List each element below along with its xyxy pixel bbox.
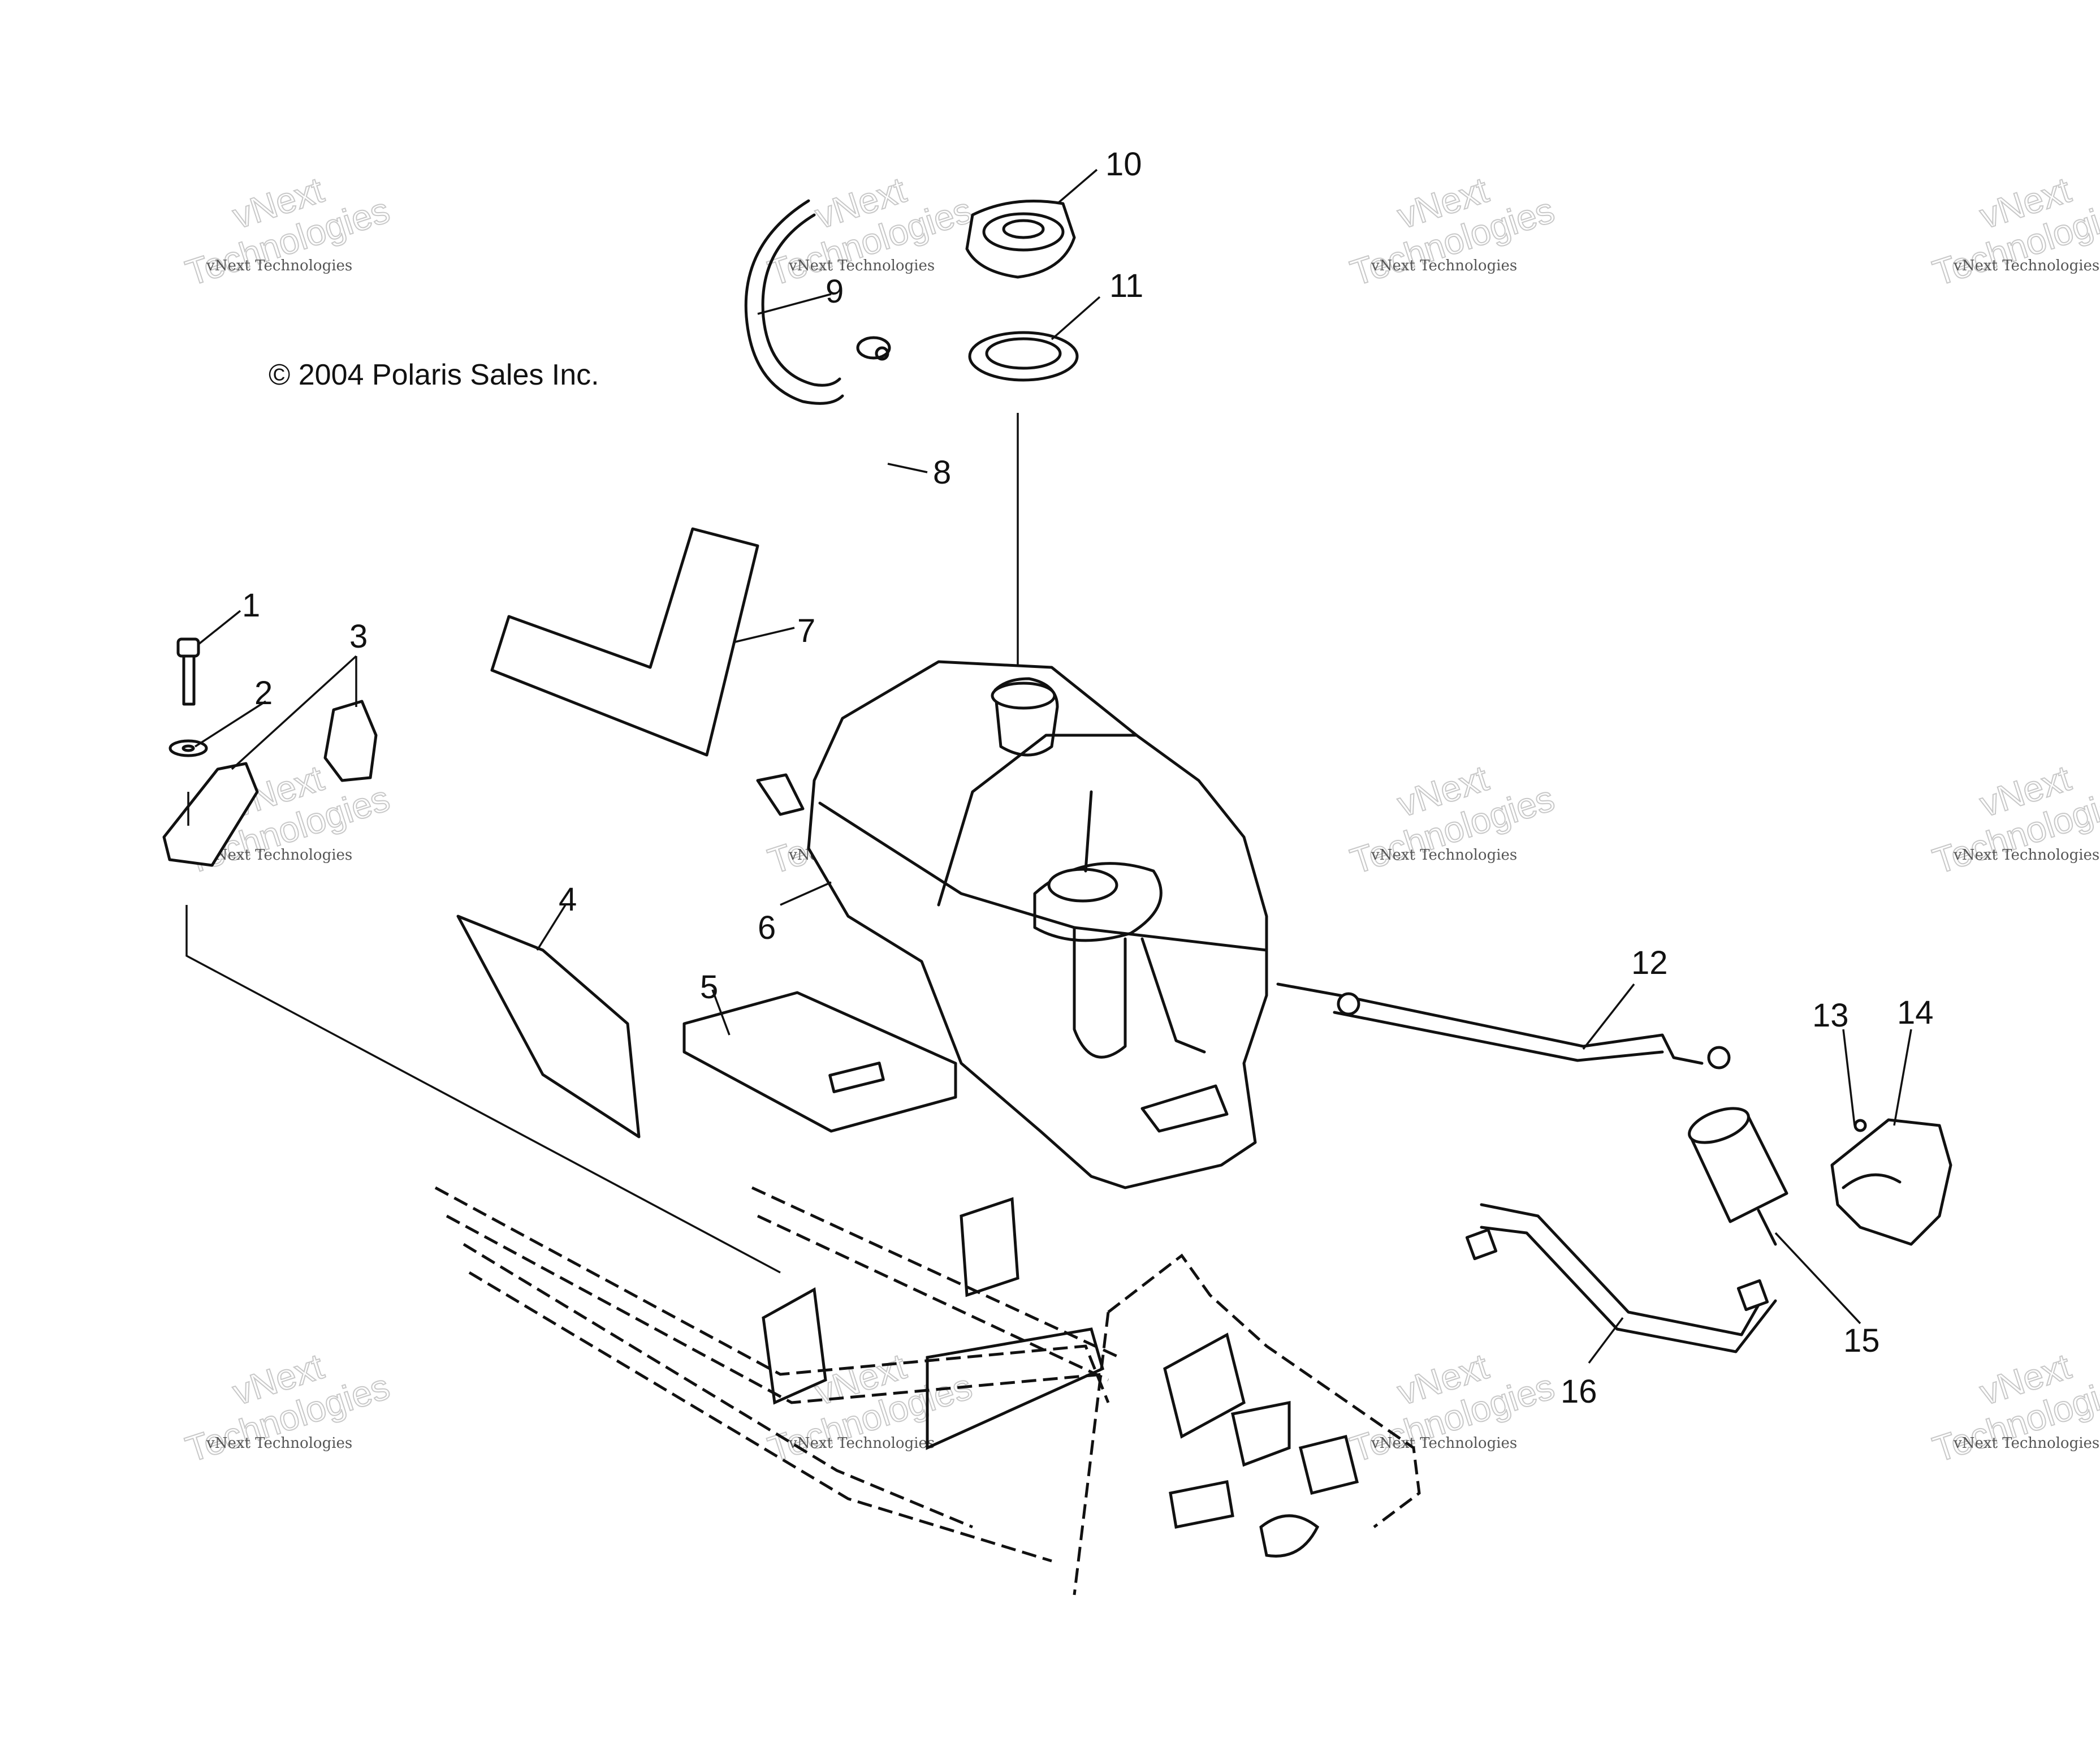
filter-bracket-part	[1830, 1118, 1952, 1246]
callout-14: 14	[1897, 994, 1934, 1031]
callout-7: 7	[797, 613, 815, 649]
fuel-cap-part	[965, 200, 1076, 279]
washer-hole	[182, 744, 195, 752]
callout-16: 16	[1561, 1373, 1597, 1410]
bracket-part	[162, 700, 378, 867]
fuel-line-12-part	[1276, 982, 1731, 1069]
callout-9: 9	[826, 273, 844, 310]
svg-text:vNext Technologies: vNext Technologies	[1371, 257, 1517, 274]
svg-text:vNext Technologies: vNext Technologies	[788, 1435, 935, 1452]
callout-2: 2	[254, 675, 273, 711]
callout-4: 4	[559, 881, 577, 918]
svg-text:vNext Technologies: vNext Technologies	[206, 1435, 352, 1452]
bolt-part	[176, 637, 200, 706]
callout-11: 11	[1109, 268, 1143, 304]
callout-1: 1	[242, 587, 260, 624]
svg-text:vNext Technologies: vNext Technologies	[1953, 257, 2099, 274]
svg-text:vNext Technologies: vNext Technologies	[206, 847, 352, 864]
callout-10: 10	[1105, 146, 1142, 183]
callout-3: 3	[349, 618, 368, 655]
svg-text:vNext Technologies: vNext Technologies	[1371, 1435, 1517, 1452]
svg-text:vNext Technologies: vNext Technologies	[1371, 847, 1517, 864]
chassis-frame	[434, 1186, 1421, 1595]
fuel-line-16-part	[1465, 1203, 1777, 1353]
copyright-text: © 2004 Polaris Sales Inc.	[269, 359, 599, 391]
fuel-filter-part	[1688, 1107, 1788, 1246]
leader-lines	[195, 169, 1912, 1364]
callout-15: 15	[1843, 1322, 1880, 1359]
callout-5: 5	[700, 969, 718, 1006]
svg-text:vNext Technologies: vNext Technologies	[1953, 847, 2099, 864]
callout-8: 8	[933, 454, 951, 491]
svg-text:vNext Technologies: vNext Technologies	[1953, 1435, 2099, 1452]
callout-6: 6	[758, 909, 776, 946]
clamp-part	[856, 336, 891, 361]
vent-hose-part	[744, 199, 844, 405]
callouts: 1 2 3 4 5 6 7 8 9 10 11 12 13 14 15 16	[242, 146, 1934, 1410]
fuel-tank-part	[756, 660, 1268, 1189]
callout-13: 13	[1812, 997, 1849, 1034]
callout-12: 12	[1631, 945, 1668, 981]
pad-part-4	[456, 915, 641, 1138]
pad-part-5	[682, 991, 957, 1133]
svg-text:vNext Technologies: vNext Technologies	[788, 257, 935, 274]
svg-text:vNext Technologies: vNext Technologies	[206, 257, 352, 274]
strap-part	[490, 527, 759, 757]
gasket-part	[968, 331, 1079, 382]
